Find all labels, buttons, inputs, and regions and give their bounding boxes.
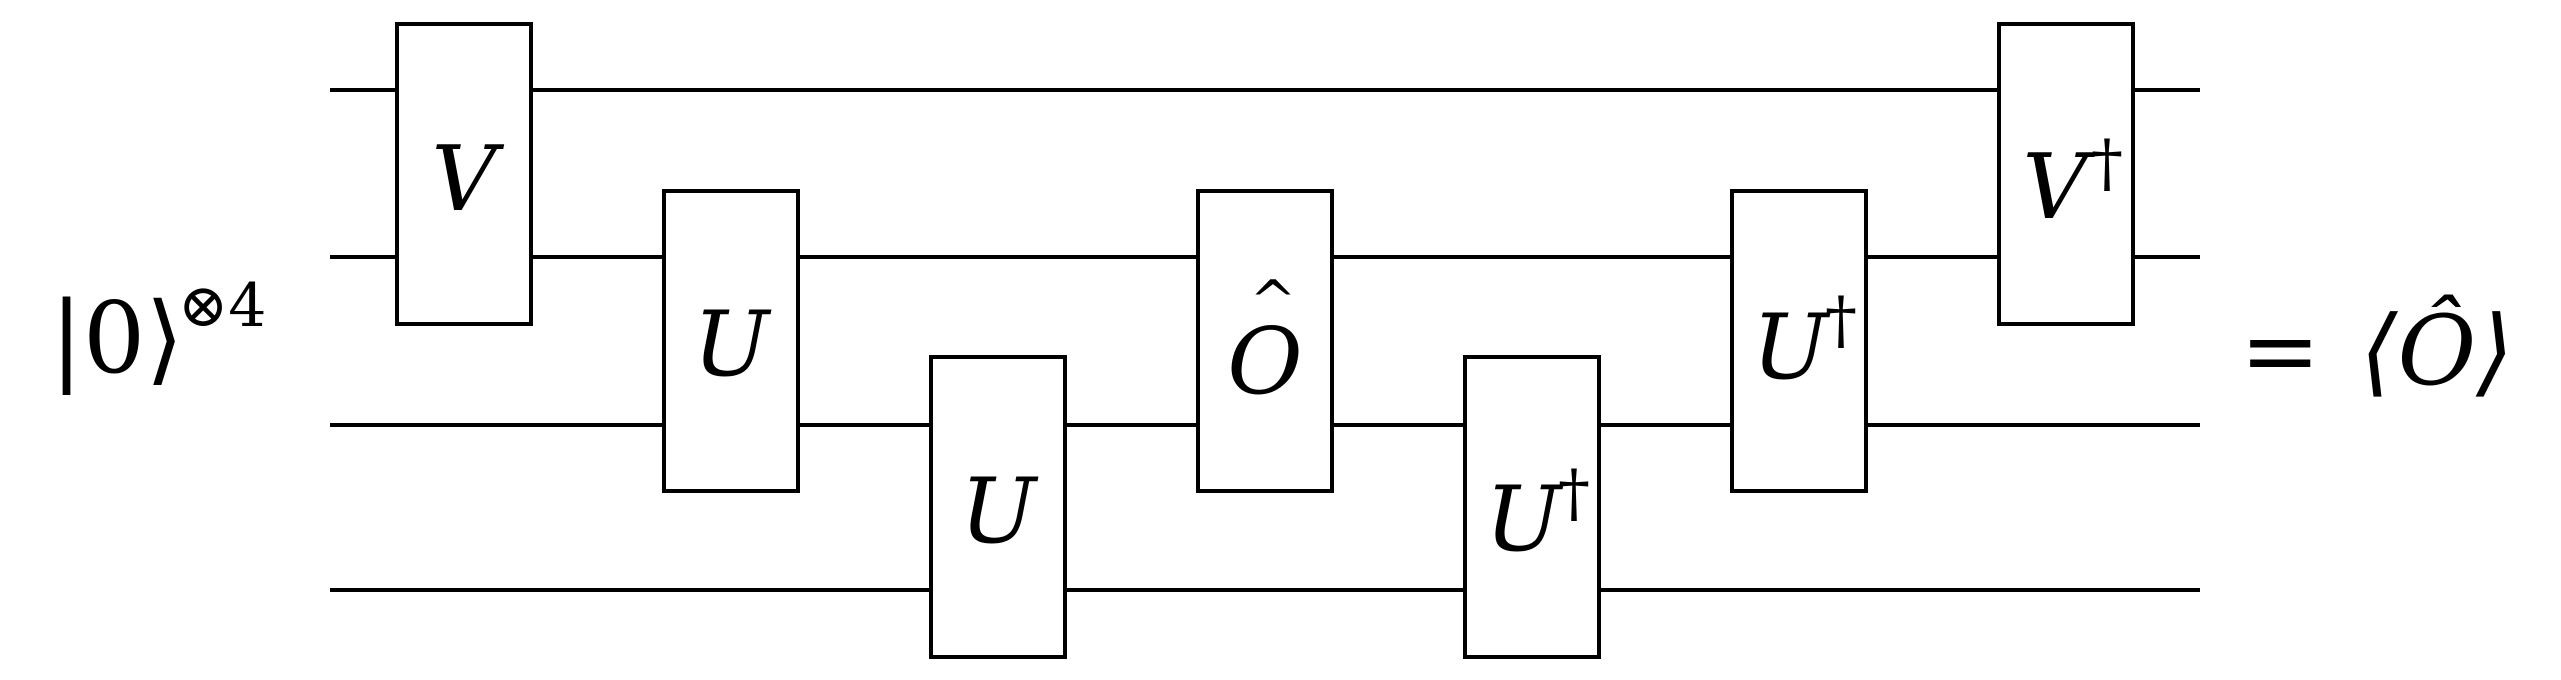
tensor-power: ⊗4 [178,271,266,341]
gate-u-2: U [929,355,1067,659]
gate-u-1: U [662,189,800,493]
equals-sign: = [2240,295,2320,407]
gate-v-dagger: V † [1997,22,2135,326]
gate-u-dagger-1: U † [1463,355,1601,659]
gate-v: V [395,22,533,326]
gate-o-hat-label: O [1227,308,1302,415]
gate-u-dagger-1-symbol: † [1558,457,1590,531]
gate-u-dagger-1-label: U [1485,467,1564,572]
gate-u-1-label: U [693,292,772,397]
gate-u-dagger-2: U † [1730,189,1868,493]
gate-o-hat-mark: ^ [1250,269,1297,334]
expectation-value: ⟨Ô⟩ [2360,295,2514,407]
gate-v-label: V [432,127,505,232]
gate-u-dagger-2-symbol: † [1825,284,1857,358]
gate-u-dagger-2-label: U [1752,295,1831,400]
input-ket: |0⟩ [50,282,184,396]
gate-v-dagger-label: V [2023,135,2096,240]
gate-v-dagger-symbol: † [2091,127,2123,201]
gate-u-2-label: U [960,459,1039,564]
gate-o-hat: O ^ [1196,189,1334,493]
